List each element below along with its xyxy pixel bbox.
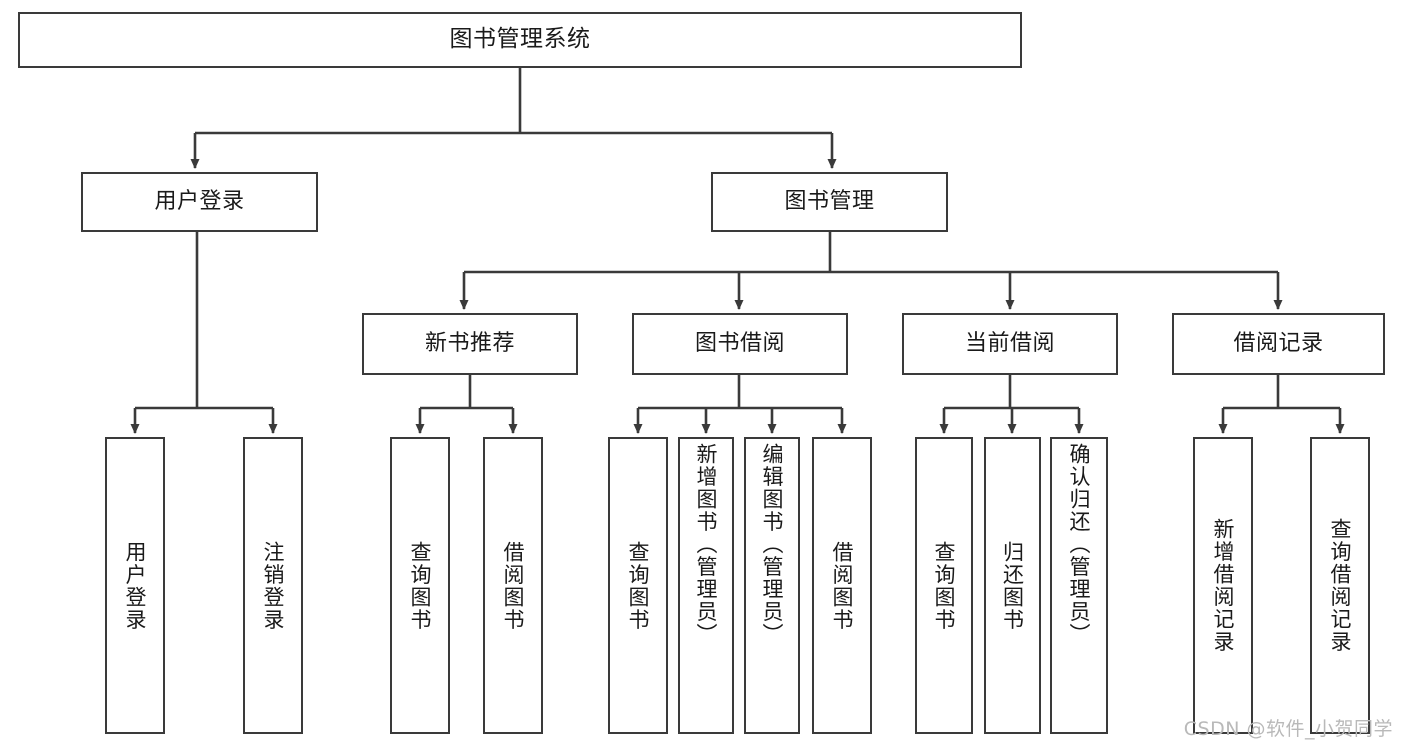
node-borrow-record-label: 借阅记录 bbox=[1233, 331, 1324, 357]
node-book-manage[interactable]: 图书管理 bbox=[711, 172, 948, 232]
node-leaf-user-login-label: 用户登录 bbox=[123, 540, 148, 631]
node-leaf-return-book-label: 归还图书 bbox=[1000, 540, 1025, 631]
node-leaf-add-book[interactable]: 新增图书（管理员） bbox=[678, 437, 734, 734]
node-leaf-add-record[interactable]: 新增借阅记录 bbox=[1193, 437, 1253, 734]
node-book-borrow[interactable]: 图书借阅 bbox=[632, 313, 848, 375]
node-leaf-confirm-return[interactable]: 确认归还（管理员） bbox=[1050, 437, 1108, 734]
node-root[interactable]: 图书管理系统 bbox=[18, 12, 1022, 68]
node-new-book-recommend[interactable]: 新书推荐 bbox=[362, 313, 578, 375]
node-leaf-query-book-2[interactable]: 查询图书 bbox=[608, 437, 668, 734]
node-borrow-record[interactable]: 借阅记录 bbox=[1172, 313, 1385, 375]
node-user-login-label: 用户登录 bbox=[154, 189, 245, 215]
node-leaf-return-book[interactable]: 归还图书 bbox=[984, 437, 1041, 734]
node-leaf-query-book-1-label: 查询图书 bbox=[408, 540, 433, 631]
node-leaf-borrow-book-1[interactable]: 借阅图书 bbox=[483, 437, 543, 734]
node-user-login[interactable]: 用户登录 bbox=[81, 172, 318, 232]
node-current-borrow-label: 当前借阅 bbox=[964, 331, 1055, 357]
node-new-book-recommend-label: 新书推荐 bbox=[424, 331, 515, 357]
csdn-watermark: CSDN @软件_小贺同学 bbox=[1183, 718, 1393, 740]
node-leaf-borrow-book-1-label: 借阅图书 bbox=[501, 540, 526, 631]
node-leaf-query-book-1[interactable]: 查询图书 bbox=[390, 437, 450, 734]
node-leaf-query-record[interactable]: 查询借阅记录 bbox=[1310, 437, 1370, 734]
node-leaf-add-book-label: 新增图书（管理员） bbox=[694, 443, 719, 646]
node-leaf-user-logout-label: 注销登录 bbox=[261, 540, 286, 631]
node-leaf-query-book-2-label: 查询图书 bbox=[626, 540, 651, 631]
node-book-borrow-label: 图书借阅 bbox=[694, 331, 785, 357]
node-leaf-borrow-book-2-label: 借阅图书 bbox=[830, 540, 855, 631]
node-current-borrow[interactable]: 当前借阅 bbox=[902, 313, 1118, 375]
node-leaf-user-logout[interactable]: 注销登录 bbox=[243, 437, 303, 734]
node-leaf-user-login[interactable]: 用户登录 bbox=[105, 437, 165, 734]
node-leaf-add-record-label: 新增借阅记录 bbox=[1211, 518, 1236, 653]
node-leaf-query-book-3[interactable]: 查询图书 bbox=[915, 437, 973, 734]
node-leaf-edit-book[interactable]: 编辑图书（管理员） bbox=[744, 437, 800, 734]
node-book-manage-label: 图书管理 bbox=[784, 189, 875, 215]
node-leaf-query-record-label: 查询借阅记录 bbox=[1328, 518, 1353, 653]
node-leaf-confirm-return-label: 确认归还（管理员） bbox=[1067, 443, 1092, 646]
node-leaf-edit-book-label: 编辑图书（管理员） bbox=[760, 443, 785, 646]
node-leaf-borrow-book-2[interactable]: 借阅图书 bbox=[812, 437, 872, 734]
node-leaf-query-book-3-label: 查询图书 bbox=[932, 540, 957, 631]
node-root-label: 图书管理系统 bbox=[449, 26, 591, 53]
